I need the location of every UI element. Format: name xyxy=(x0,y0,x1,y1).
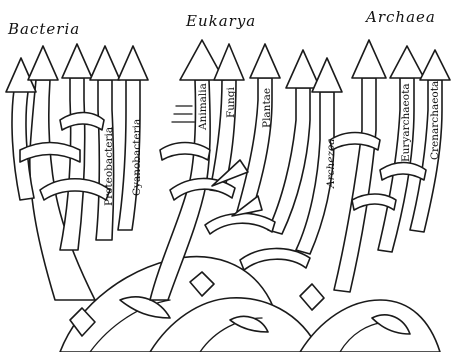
cyanobacteria-label: Cyanobacteria xyxy=(131,119,143,196)
bacteria-domain-label: Bacteria xyxy=(7,20,80,38)
eukarya-domain-label: Eukarya xyxy=(185,12,256,30)
euryarchaeota-label: Euryarchaeota xyxy=(400,83,412,162)
plantae-label: Plantae xyxy=(261,88,273,128)
archezoa-label: Archezoa xyxy=(325,138,337,189)
root-tangle xyxy=(60,257,440,352)
fungi-label: Fungi xyxy=(225,86,237,118)
archaea-domain-label: Archaea xyxy=(364,8,436,26)
crenarchaeota-label: Crenarchaeota xyxy=(429,81,441,160)
archaea-branches xyxy=(330,78,442,292)
bacteria-branches xyxy=(12,78,140,300)
proteobacteria-label: Proteobacteria xyxy=(103,127,115,206)
archaea-arrowheads xyxy=(352,40,450,80)
animalia-label: Animalia xyxy=(197,83,209,131)
eukarya-branches xyxy=(150,78,334,300)
